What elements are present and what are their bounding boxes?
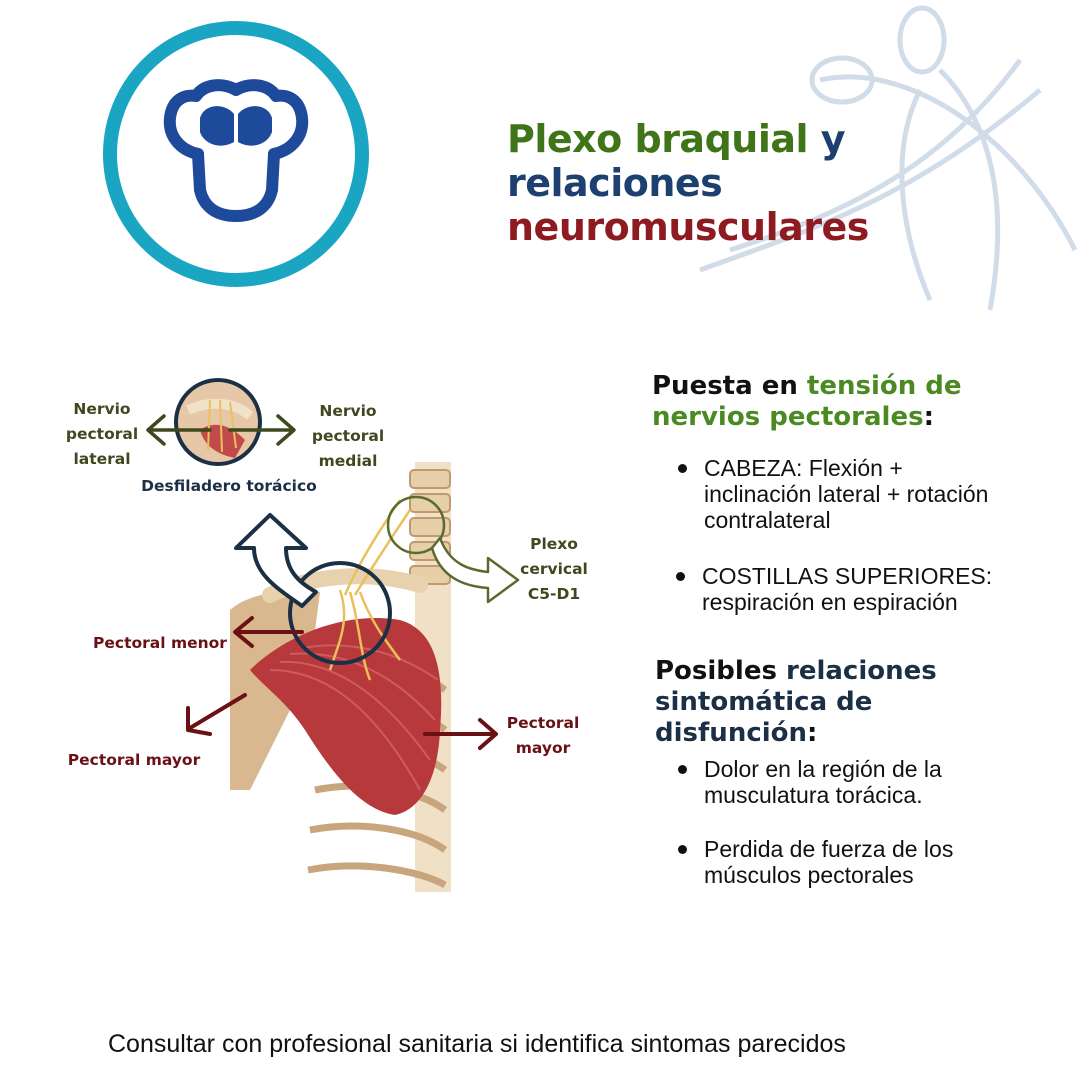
list-item-text: CABEZA: Flexión + inclinación lateral + … <box>704 455 989 533</box>
anatomy-figure: Nervio pectoral lateral Nervio pectoral … <box>40 370 600 910</box>
section-1-heading-suffix: : <box>923 402 934 432</box>
section-1-heading-prefix: Puesta en <box>652 371 807 401</box>
bullet-dot <box>678 765 687 774</box>
list-item-text: Perdida de fuerza de los músculos pector… <box>704 836 954 888</box>
section-1-heading: Puesta en tensión de nervios pectorales: <box>652 371 1052 433</box>
title-part-1: Plexo braquial <box>507 117 809 161</box>
list-item: CABEZA: Flexión + inclinación lateral + … <box>678 455 994 533</box>
section-2-heading-suffix: : <box>807 718 818 748</box>
section-2-heading: Posibles relaciones sintomática de disfu… <box>655 656 1035 749</box>
label-desfiladero-toracico: Desfiladero torácico <box>141 477 317 495</box>
label-pectoral-menor: Pectoral menor <box>93 634 227 652</box>
section-2-heading-prefix: Posibles <box>655 656 786 686</box>
title-part-3: neuromusculares <box>507 205 869 249</box>
footer-disclaimer: Consultar con profesional sanitaria si i… <box>108 1030 846 1058</box>
page-title: Plexo braquial y relaciones neuromuscula… <box>507 117 1067 249</box>
list-item-text: Dolor en la región de la musculatura tor… <box>704 756 942 808</box>
section-1-heading-highlight: tensión de nervios pectorales <box>652 371 962 432</box>
human-figure-watermark <box>699 5 1078 311</box>
bullet-dot <box>678 845 687 854</box>
section-2-heading-highlight: relaciones sintomática de disfunción <box>655 656 937 748</box>
label-plexo-cervical: Plexo cervical C5-D1 <box>520 535 588 603</box>
list-item: COSTILLAS SUPERIORES: respiración en esp… <box>676 563 1080 615</box>
label-nervio-pectoral-lateral: Nervio pectoral lateral <box>65 400 139 468</box>
bullet-dot <box>676 572 685 581</box>
label-pectoral-mayor-left: Pectoral mayor <box>67 751 201 769</box>
torso-icon <box>103 21 369 287</box>
label-nervio-pectoral-medial: Nervio pectoral medial <box>311 402 385 470</box>
list-item-text: COSTILLAS SUPERIORES: respiración en esp… <box>702 563 993 615</box>
list-item: Perdida de fuerza de los músculos pector… <box>678 836 974 888</box>
label-pectoral-mayor-right: Pectoral mayor <box>506 714 580 757</box>
list-item: Dolor en la región de la musculatura tor… <box>678 756 1004 808</box>
bullet-dot <box>678 464 687 473</box>
title-part-2: y relaciones <box>507 117 846 205</box>
anatomy-illustration <box>146 378 520 892</box>
